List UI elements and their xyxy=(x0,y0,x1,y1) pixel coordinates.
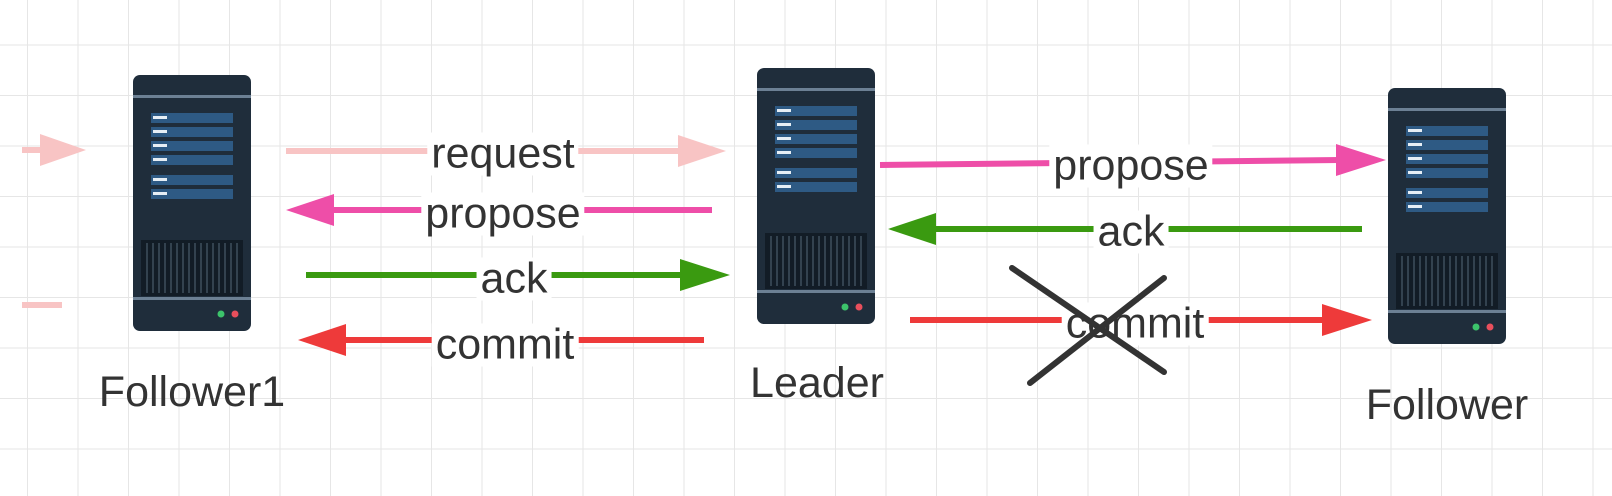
ack-label-right: ack xyxy=(1093,210,1169,254)
commit-label-left: commit xyxy=(431,323,579,367)
propose-label-right: propose xyxy=(1049,144,1213,188)
leader-server-icon xyxy=(756,67,876,325)
follower1-label: Follower1 xyxy=(98,368,286,416)
incoming-request-arrow xyxy=(22,134,86,166)
request-label: request xyxy=(427,132,579,176)
ack-label-left: ack xyxy=(476,257,552,301)
propose-label-left: propose xyxy=(421,192,585,236)
commit-label-right: commit xyxy=(1061,302,1209,346)
follower1-server-icon xyxy=(132,74,252,332)
leader-label: Leader xyxy=(750,359,884,407)
follower-label: Follower xyxy=(1365,381,1529,429)
follower-server-icon xyxy=(1387,87,1507,345)
